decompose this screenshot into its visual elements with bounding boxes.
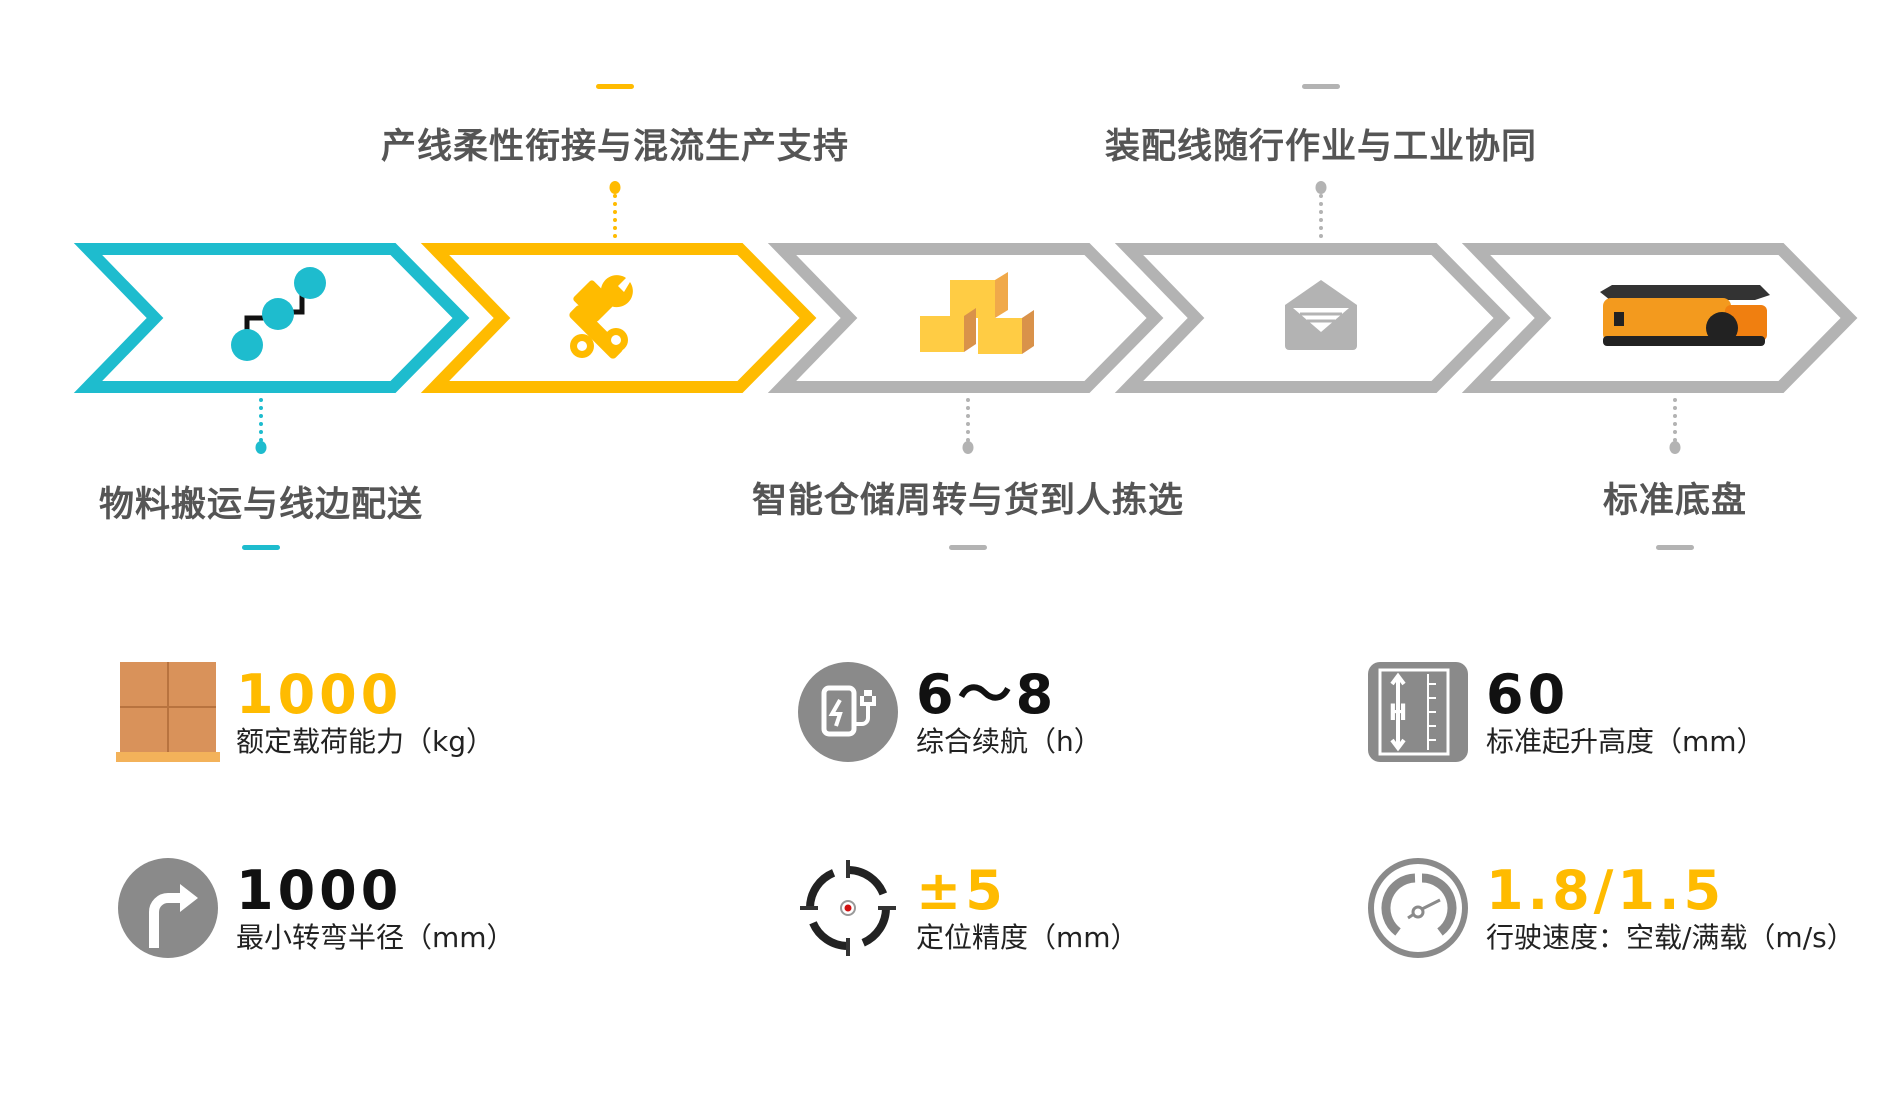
chevron-step-5 [1461,243,1858,393]
chevron-step-4 [1114,243,1511,393]
stat-value: ±5 [916,859,1007,922]
flow-marker-dash-4 [1302,84,1340,89]
pallet-boxes-icon [116,662,220,762]
stat-label: 行驶速度：空载/满载（m/s） [1486,921,1855,954]
flow-label-4: 装配线随行作业与工业协同 [1104,127,1538,167]
flow-marker-dash-3 [949,545,987,550]
stat-positioning-accuracy: ±5 定位精度（mm） [796,856,1139,960]
connector-1 [259,398,263,442]
piston-wrench-icon [569,275,633,359]
stat-value: 6～8 [916,663,1058,726]
connector-dot-1 [255,441,267,454]
stat-value: 1.8/1.5 [1486,859,1726,922]
connector-3 [966,398,970,442]
connector-2 [613,194,617,238]
flow-label-5: 标准底盘 [1602,481,1748,521]
stat-label: 标准起升高度（mm） [1486,725,1765,758]
flow-marker-dash-2 [596,84,634,89]
lift-height-icon: H [1368,662,1468,762]
connector-dot-2 [609,181,621,194]
crosshair-target-icon [800,860,896,956]
stat-label: 最小转弯半径（mm） [236,921,515,954]
connector-dot-3 [962,441,974,454]
stat-turning-radius: 1000 最小转弯半径（mm） [116,856,515,960]
stat-value: 60 [1486,663,1570,726]
charging-icon [798,662,898,762]
connector-5 [1673,398,1677,442]
chevron-step-2 [420,243,817,393]
connector-4 [1319,194,1323,238]
flow-label-2: 产线柔性衔接与混流生产支持 [380,127,850,167]
turn-right-icon [118,858,218,958]
flow-label-3: 智能仓储周转与货到人拣选 [751,481,1185,521]
stat-lift-height: H 60 标准起升高度（mm） [1366,660,1765,764]
stat-endurance: 6～8 综合续航（h） [796,660,1102,764]
network-nodes-icon [231,267,326,361]
boxes-icon [920,272,1034,354]
stat-travel-speed: 1.8/1.5 行驶速度：空载/满载（m/s） [1366,856,1855,960]
connector-dot-4 [1315,181,1327,194]
chevron-step-3 [767,243,1164,393]
stat-value: 1000 [236,663,403,726]
flow-marker-dash-5 [1656,545,1694,550]
svg-text:H: H [1389,701,1407,726]
flow-label-1: 物料搬运与线边配送 [98,485,424,525]
chevron-step-1 [73,243,470,393]
stat-rated-load: 1000 额定载荷能力（kg） [116,660,494,764]
stat-label: 额定载荷能力（kg） [236,725,494,758]
stat-label: 综合续航（h） [916,725,1102,758]
envelope-icon [1285,280,1357,350]
speedometer-icon [1368,858,1468,958]
agv-robot-icon [1600,285,1770,346]
connector-dot-5 [1669,441,1681,454]
stat-label: 定位精度（mm） [916,921,1139,954]
flow-marker-dash-1 [242,545,280,550]
stat-value: 1000 [236,859,403,922]
